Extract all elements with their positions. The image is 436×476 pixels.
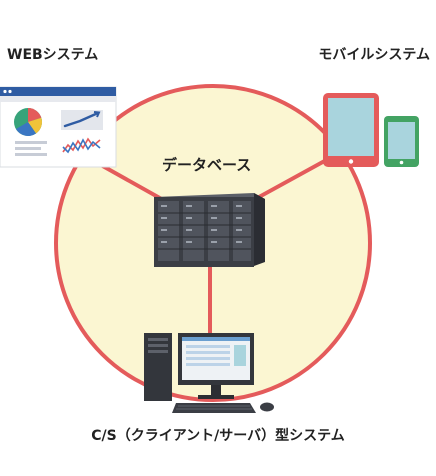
line-chart-icon [62, 137, 101, 154]
trend-chart-icon [61, 110, 103, 130]
server-rack-icon [154, 193, 265, 267]
mouse [260, 402, 274, 412]
pie-chart-icon [14, 108, 42, 136]
pc-tower [144, 333, 172, 401]
tablet-icon [323, 93, 379, 167]
desktop-computer-icon [144, 333, 274, 413]
mobile-system-label: モバイルシステム [318, 47, 430, 63]
keyboard [172, 403, 256, 413]
browser-window-icon [0, 86, 117, 168]
smartphone-icon [384, 116, 419, 167]
web-system-label: WEBシステム [7, 47, 99, 63]
client-server-label: C/S（クライアント/サーバ）型システム [91, 428, 345, 444]
database-label: データベース [162, 156, 252, 174]
